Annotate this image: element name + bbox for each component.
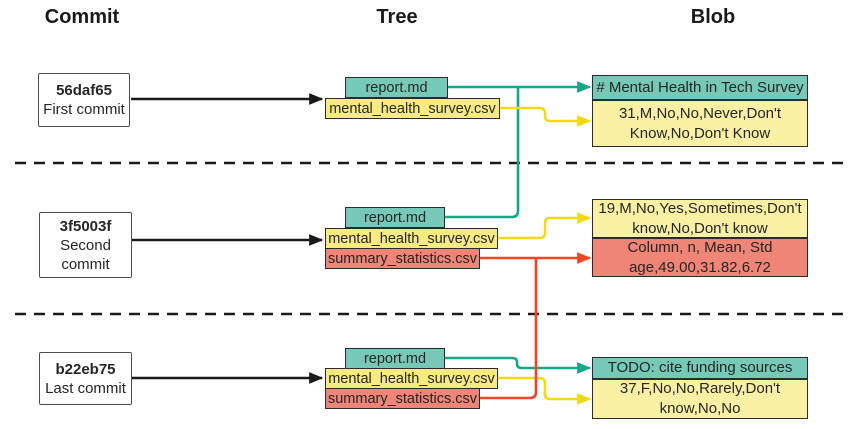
file-name: summary_statistics.csv xyxy=(327,250,478,267)
blob-report-v1: # Mental Health in Tech Survey xyxy=(592,75,808,100)
blob-content: Column, n, Mean, Std age,49.00,31.82,6.7… xyxy=(627,238,773,276)
blob-survey-v3: 37,F,No,No,Rarely,Don't know,No,No xyxy=(592,379,808,419)
arrow-survey3-to-blob xyxy=(498,376,592,405)
blob-content: 37,F,No,No,Rarely,Don't know,No,No xyxy=(619,380,781,417)
arrow-survey1-to-blob xyxy=(500,106,592,127)
column-header-blob: Blob xyxy=(690,6,736,28)
blob-content: 31,M,No,No,Never,Don't Know,No,Don't Kno… xyxy=(618,104,782,142)
file-name: report.md xyxy=(365,79,428,96)
file-name: mental_health_survey.csv xyxy=(329,100,496,117)
commit-label: Last commit xyxy=(45,379,126,397)
arrow-survey2-to-blob xyxy=(498,212,592,240)
column-header-commit: Commit xyxy=(44,6,120,28)
tree-entry-report-md-3: report.md xyxy=(345,348,445,369)
commit-label: Second commit xyxy=(60,236,111,273)
commit-hash: 3f5003f xyxy=(59,217,112,235)
commit-hash: b22eb75 xyxy=(55,360,116,378)
commit-label: First commit xyxy=(43,101,125,118)
file-name: report.md xyxy=(363,350,427,367)
tree-entry-report-md-2: report.md xyxy=(345,207,445,228)
blob-survey-v2: 19,M,No,Yes,Sometimes,Don't know,No,Don'… xyxy=(592,199,808,238)
wire-stats3-merge-up xyxy=(480,259,538,400)
file-name: mental_health_survey.csv xyxy=(328,230,495,247)
tree-entry-survey-csv-1: mental_health_survey.csv xyxy=(325,98,500,119)
wire-report2-merge-up xyxy=(445,88,520,219)
blob-content: 19,M,No,Yes,Sometimes,Don't know,No,Don'… xyxy=(598,199,802,237)
file-name: summary_statistics.csv xyxy=(327,390,478,407)
tree-entry-report-md-1: report.md xyxy=(345,77,448,98)
tree-entry-survey-csv-2: mental_health_survey.csv xyxy=(325,228,498,249)
commit-node-2: 3f5003f Second commit xyxy=(39,212,132,278)
arrow-report3-to-blob xyxy=(445,356,592,374)
tree-entry-stats-csv-2: summary_statistics.csv xyxy=(325,248,480,269)
blob-content: # Mental Health in Tech Survey xyxy=(596,78,804,96)
commit-node-3: b22eb75 Last commit xyxy=(39,352,132,405)
blob-survey-v1: 31,M,No,No,Never,Don't Know,No,Don't Kno… xyxy=(592,100,808,147)
blob-report-v2: TODO: cite funding sources xyxy=(592,357,808,379)
file-name: mental_health_survey.csv xyxy=(328,370,495,387)
blob-stats-v1: Column, n, Mean, Std age,49.00,31.82,6.7… xyxy=(592,238,808,277)
tree-entry-stats-csv-3: summary_statistics.csv xyxy=(325,388,480,409)
tree-entry-survey-csv-3: mental_health_survey.csv xyxy=(325,368,498,389)
file-name: report.md xyxy=(363,209,427,226)
column-header-tree: Tree xyxy=(376,6,418,28)
commit-hash: 56daf65 xyxy=(56,82,112,99)
blob-content: TODO: cite funding sources xyxy=(607,359,793,376)
commit-node-1: 56daf65 First commit xyxy=(38,73,130,127)
